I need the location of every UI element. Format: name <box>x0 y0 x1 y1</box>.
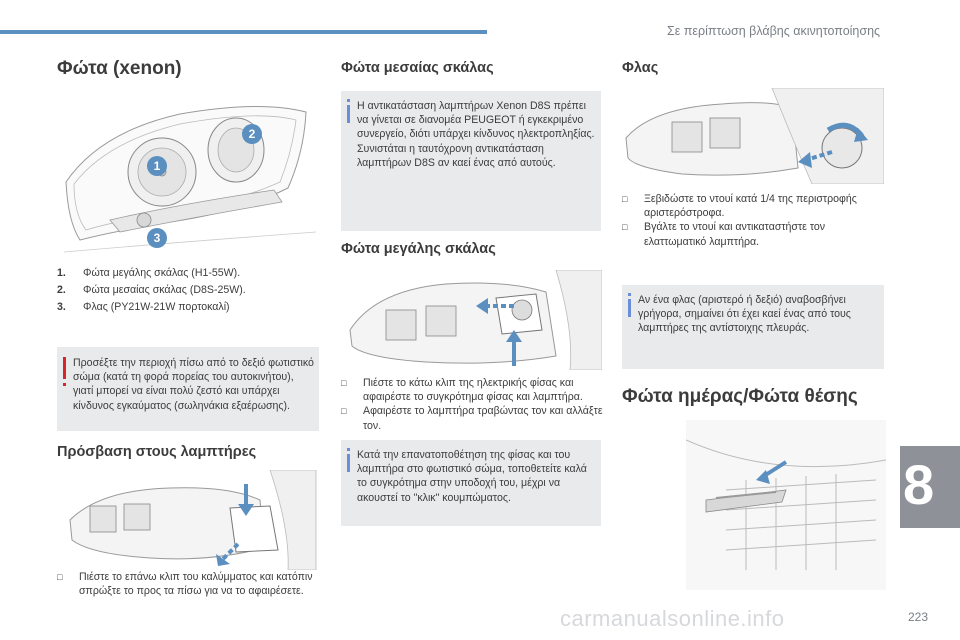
step-text: Αφαιρέστε το λαμπτήρα τραβώντας τον και … <box>363 405 603 432</box>
step-text: Ξεβιδώστε το ντουί κατά 1/4 της περιστρο… <box>644 193 857 220</box>
info-icon <box>347 99 350 102</box>
list-item: □ Πιέστε το κάτω κλιπ της ηλεκτρικής φίσα… <box>341 376 603 404</box>
list-number: 1. <box>57 267 66 279</box>
list-item: □ Αφαιρέστε το λαμπτήρα τραβώντας τον και… <box>341 404 603 432</box>
info-box-low-beam: Η αντικατάσταση λαμπτήρων Xenon D8S πρέπ… <box>341 91 601 231</box>
info-icon-stem <box>628 299 631 317</box>
access-step: □ Πιέστε το επάνω κλιπ του καλύμματος και… <box>57 570 319 598</box>
info-icon <box>347 448 350 451</box>
flash-steps: □ Ξεβιδώστε το ντουί κατά 1/4 της περιστρ… <box>622 192 884 249</box>
info-text-flash: Αν ένα φλας (αριστερό ή δεξιό) αναβοσβήν… <box>638 294 851 335</box>
section-title-xenon: Φώτα (xenon) <box>57 58 182 79</box>
high-beam-steps: □ Πιέστε το κάτω κλιπ της ηλεκτρικής φίσα… <box>341 376 603 433</box>
high-beam-illustration <box>349 270 602 370</box>
callout-marker-1: 1 <box>147 156 167 176</box>
bullet-icon: □ <box>57 572 63 582</box>
list-text: Φλας (PY21W-21W πορτοκαλί) <box>83 301 230 314</box>
list-number: 3. <box>57 301 66 314</box>
callout-marker-2: 2 <box>242 124 262 144</box>
daytime-lights-illustration <box>686 420 886 590</box>
step-text: Βγάλτε το ντουί και αντικαταστήστε τον ε… <box>644 221 826 248</box>
info-icon-stem <box>347 454 350 472</box>
section-title-access: Πρόσβαση στους λαμπτήρες <box>57 444 257 460</box>
section-title-flash: Φλας <box>622 60 659 76</box>
page-number: 223 <box>908 610 929 624</box>
list-item: □ Βγάλτε το ντουί και αντικαταστήστε τον … <box>622 220 884 248</box>
section-title-low-beam: Φώτα μεσαίας σκάλας <box>341 60 494 76</box>
list-item: 1. Φώτα μεγάλης σκάλας (H1-55W). <box>57 266 317 280</box>
warning-box: Προσέξτε την περιοχή πίσω από το δεξιό φ… <box>57 347 319 431</box>
warning-text: Προσέξτε την περιοχή πίσω από το δεξιό φ… <box>73 357 314 412</box>
watermark: carmanualsonline.info <box>560 606 785 631</box>
step-text: Πιέστε το κάτω κλιπ της ηλεκτρικής φίσας… <box>363 377 583 404</box>
list-item: □ Ξεβιδώστε το ντουί κατά 1/4 της περιστρ… <box>622 192 884 220</box>
bulb-list: 1. Φώτα μεγάλης σκάλας (H1-55W). 2. Φώτα μ… <box>57 266 317 315</box>
header-accent-bar <box>0 30 487 34</box>
bullet-icon: □ <box>622 222 628 233</box>
list-text: Φώτα μεγάλης σκάλας (H1-55W). <box>83 267 241 279</box>
headlamp-illustration <box>63 106 317 253</box>
list-item: 2. Φώτα μεσαίας σκάλας (D8S-25W). <box>57 283 317 297</box>
info-text-high-beam: Κατά την επανατοποθέτηση της φίσας και τ… <box>357 449 587 504</box>
section-title-daytime: Φώτα ημέρας/Φώτα θέσης <box>622 386 858 407</box>
flash-bulb-illustration <box>625 88 884 184</box>
warning-icon-dot <box>63 383 66 386</box>
access-step-text: Πιέστε το επάνω κλιπ του καλύμματος και … <box>79 571 313 598</box>
info-icon-stem <box>347 105 350 123</box>
section-title-high-beam: Φώτα μεγάλης σκάλας <box>341 241 496 257</box>
info-text-low-beam: Η αντικατάσταση λαμπτήρων Xenon D8S πρέπ… <box>357 100 595 169</box>
warning-icon <box>63 357 66 379</box>
list-text: Φώτα μεσαίας σκάλας (D8S-25W). <box>83 284 246 297</box>
list-number: 2. <box>57 284 66 297</box>
callout-marker-3: 3 <box>147 228 167 248</box>
chapter-tab <box>900 446 960 528</box>
bullet-icon: □ <box>622 194 628 204</box>
bullet-icon: □ <box>341 406 347 417</box>
list-item: 3. Φλας (PY21W-21W πορτοκαλί) <box>57 300 317 314</box>
headlamp-rear-illustration <box>69 470 317 570</box>
bullet-icon: □ <box>341 378 347 388</box>
chapter-number: 8 <box>903 453 935 516</box>
page-header-title: Σε περίπτωση βλάβης ακινητοποίησης <box>667 24 881 38</box>
info-box-flash: Αν ένα φλας (αριστερό ή δεξιό) αναβοσβήν… <box>622 285 884 369</box>
info-box-high-beam: Κατά την επανατοποθέτηση της φίσας και τ… <box>341 440 601 526</box>
info-icon <box>628 293 631 296</box>
